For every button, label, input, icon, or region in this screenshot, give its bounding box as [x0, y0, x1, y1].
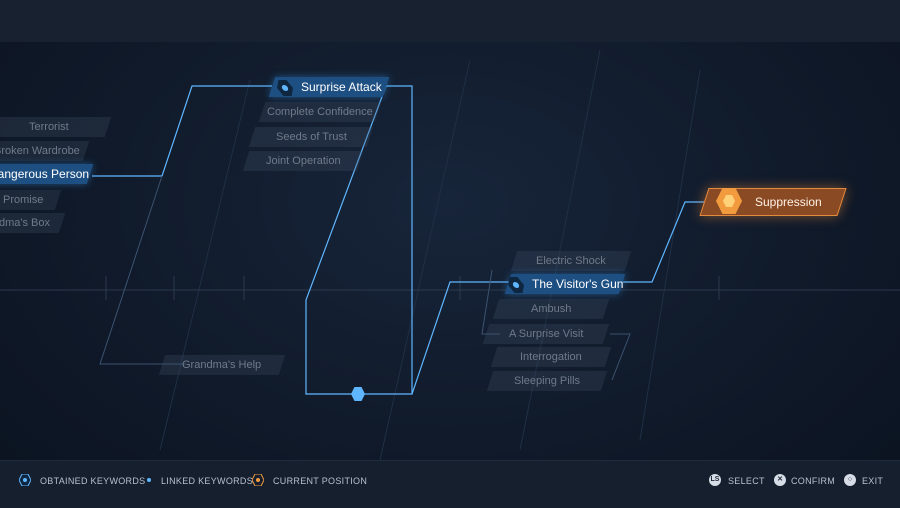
current-position-legend-icon [252, 474, 264, 486]
keyword-grandmas-box[interactable]: dma's Box [0, 213, 66, 233]
hub-node-icon [351, 387, 365, 401]
keyword-dangerous-person[interactable]: Dangerous Person [0, 164, 94, 184]
keyword-grandmas-help[interactable]: Grandma's Help [158, 355, 286, 375]
obtained-keywords-icon [19, 474, 31, 486]
exit-button[interactable]: EXIT [862, 476, 884, 486]
keyword-joint-operation[interactable]: Joint Operation [242, 151, 364, 171]
keyword-complete-confidence[interactable]: Complete Confidence [258, 102, 382, 122]
keyword-terrorist[interactable]: Terrorist [0, 117, 112, 137]
keyword-interrogation[interactable]: Interrogation [490, 347, 612, 367]
ls-button-icon[interactable]: LS [709, 474, 721, 486]
keyword-ambush[interactable]: Ambush [492, 299, 610, 319]
obtained-keyword-icon [505, 277, 526, 293]
circle-button-icon[interactable]: ○ [844, 474, 856, 486]
linked-keywords-icon [147, 478, 151, 482]
keyword-broken-wardrobe[interactable]: Broken Wardrobe [0, 141, 90, 161]
legend-obtained: OBTAINED KEYWORDS [40, 476, 146, 486]
select-button[interactable]: SELECT [728, 476, 765, 486]
obtained-keyword-icon [274, 80, 295, 96]
confirm-button[interactable]: CONFIRM [791, 476, 836, 486]
keyword-seeds-of-trust[interactable]: Seeds of Trust [248, 127, 374, 147]
keyword-sleeping-pills[interactable]: Sleeping Pills [486, 371, 608, 391]
legend-linked: LINKED KEYWORDS [161, 476, 254, 486]
keyword-a-surprise-visit[interactable]: A Surprise Visit [482, 324, 610, 344]
keyword-the-visitors-gun[interactable]: The Visitor's Gun [504, 274, 626, 294]
keyword-promise[interactable]: Promise [0, 190, 62, 210]
legend-current: CURRENT POSITION [273, 476, 368, 486]
keyword-electric-shock[interactable]: Electric Shock [510, 251, 632, 271]
keyword-surprise-attack[interactable]: Surprise Attack [268, 77, 390, 97]
top-bar [0, 0, 900, 42]
cross-button-icon[interactable]: ✕ [774, 474, 786, 486]
bottom-bar [0, 460, 900, 508]
